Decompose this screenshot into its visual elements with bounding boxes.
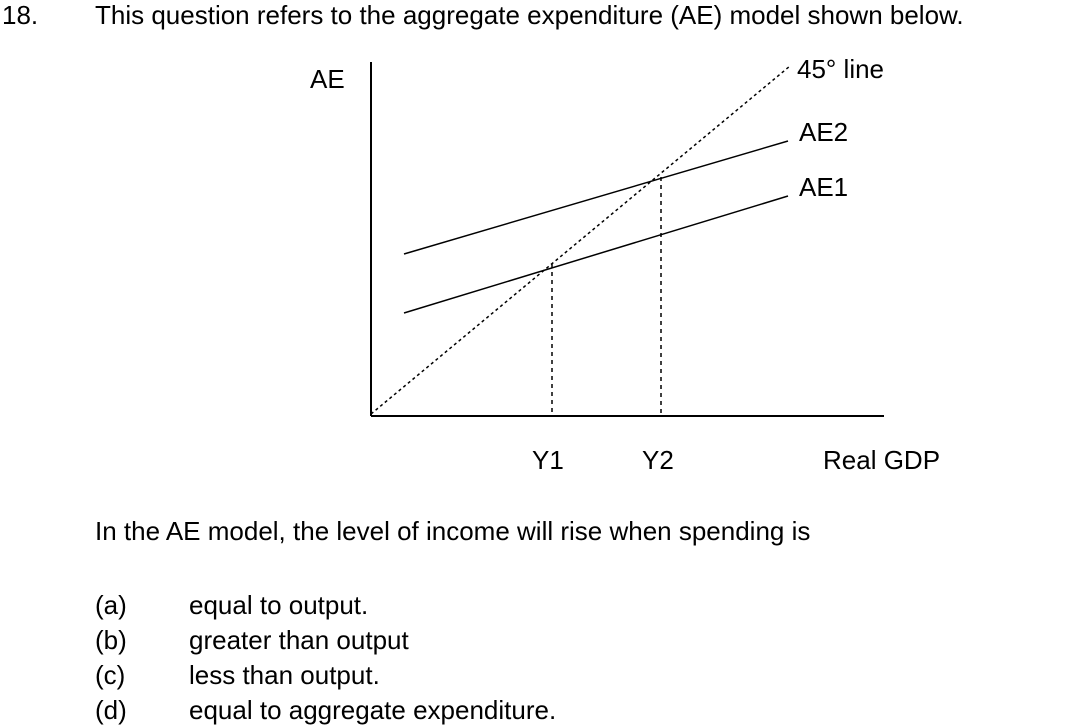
- y2-label: Y2: [642, 445, 674, 475]
- option-c[interactable]: (c) less than output.: [95, 658, 556, 693]
- option-d[interactable]: (d) equal to aggregate expenditure.: [95, 693, 556, 728]
- option-text: equal to output.: [189, 590, 369, 620]
- y-axis-label: AE: [310, 64, 345, 94]
- question-prompt: In the AE model, the level of income wil…: [95, 516, 811, 546]
- line-45-degree: [370, 65, 791, 415]
- y1-label: Y1: [532, 445, 564, 475]
- option-text: equal to aggregate expenditure.: [189, 695, 557, 725]
- question-number: 18.: [2, 0, 39, 30]
- option-text: less than output.: [189, 660, 380, 690]
- ae1-label: AE1: [799, 172, 848, 202]
- line-45-label: 45° line: [797, 54, 884, 84]
- ae2-label: AE2: [799, 117, 848, 147]
- ae1-line: [403, 195, 789, 314]
- question-stem: This question refers to the aggregate ex…: [95, 0, 964, 30]
- option-letter: (c): [95, 660, 126, 690]
- option-letter: (d): [95, 695, 127, 725]
- x-axis-label: Real GDP: [823, 445, 940, 475]
- ae2-line: [403, 140, 789, 255]
- option-text: greater than output: [189, 625, 409, 655]
- answer-options: (a) equal to output. (b) greater than ou…: [95, 588, 556, 728]
- option-letter: (a): [95, 590, 127, 620]
- option-a[interactable]: (a) equal to output.: [95, 588, 556, 623]
- option-b[interactable]: (b) greater than output: [95, 623, 556, 658]
- option-letter: (b): [95, 625, 127, 655]
